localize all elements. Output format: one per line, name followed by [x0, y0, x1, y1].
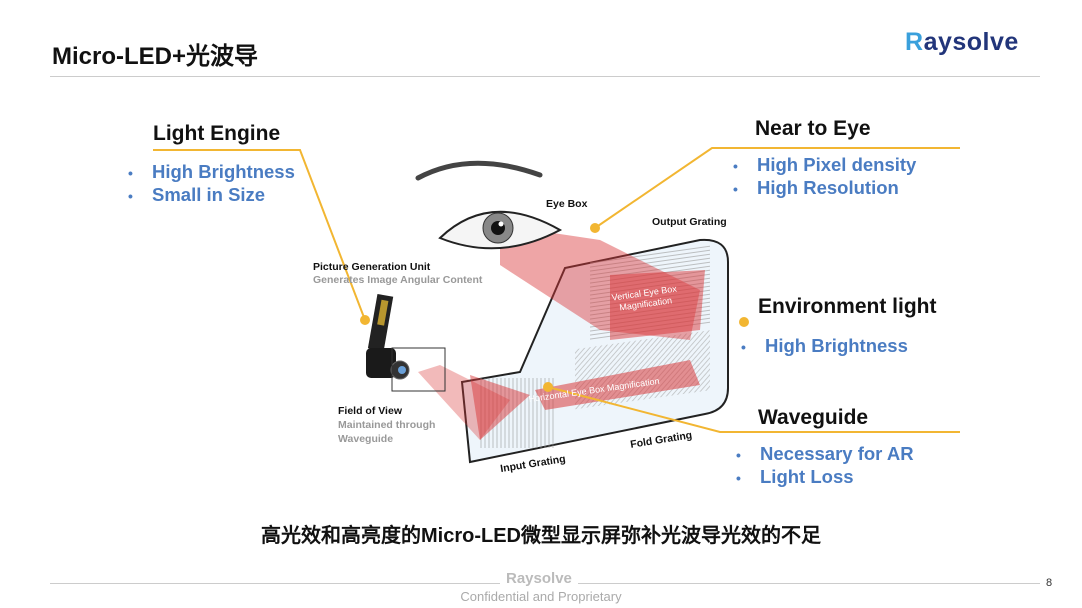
footer-confidential: Confidential and Proprietary — [460, 589, 622, 604]
list-item: •High Brightness — [741, 335, 908, 356]
label-eye-box: Eye Box — [546, 198, 588, 210]
footer-logo: Raysolve — [500, 570, 578, 587]
page-number: 8 — [1046, 577, 1053, 589]
near-to-eye-title: Near to Eye — [755, 117, 871, 140]
list-item: •High Resolution — [733, 177, 899, 198]
label-fov-sub2: Waveguide — [338, 433, 394, 445]
fov-frame — [391, 347, 446, 392]
callout-dot-environment — [739, 317, 749, 327]
waveguide-list: •Necessary for AR •Light Loss — [736, 443, 914, 489]
environment-light-list: •High Brightness — [741, 335, 908, 358]
near-to-eye-list: •High Pixel density •High Resolution — [733, 154, 916, 200]
label-fov: Field of View — [338, 405, 402, 417]
header-divider — [50, 76, 1040, 77]
fold-beam — [535, 360, 700, 410]
list-item: •High Pixel density — [733, 154, 917, 175]
callout-dot-near-eye — [590, 223, 600, 233]
brand-logo: Raysolve — [905, 28, 1019, 56]
waveguide-title: Waveguide — [758, 406, 869, 429]
environment-light-title: Environment light — [758, 295, 937, 318]
label-fov-sub1: Maintained through — [338, 419, 436, 431]
light-engine-list: •High Brightness •Small in Size — [128, 161, 295, 207]
list-item: •Necessary for AR — [736, 443, 914, 464]
slide-caption: 高光效和高亮度的Micro-LED微型显示屏弥补光波导光效的不足 — [261, 525, 821, 547]
list-item: •Small in Size — [128, 184, 266, 205]
label-output-grating: Output Grating — [652, 216, 727, 228]
eyebrow — [415, 160, 543, 181]
label-pgu-sub: Generates Image Angular Content — [313, 274, 483, 286]
list-item: •High Brightness — [128, 161, 295, 182]
list-item: •Light Loss — [736, 466, 854, 487]
slide-title: Micro-LED+光波导 — [52, 43, 259, 70]
callout-dot-waveguide — [543, 382, 553, 392]
callout-dot-light-engine — [360, 315, 370, 325]
light-engine-title: Light Engine — [153, 122, 281, 145]
projector-body — [366, 348, 396, 378]
label-pgu: Picture Generation Unit — [313, 261, 431, 273]
